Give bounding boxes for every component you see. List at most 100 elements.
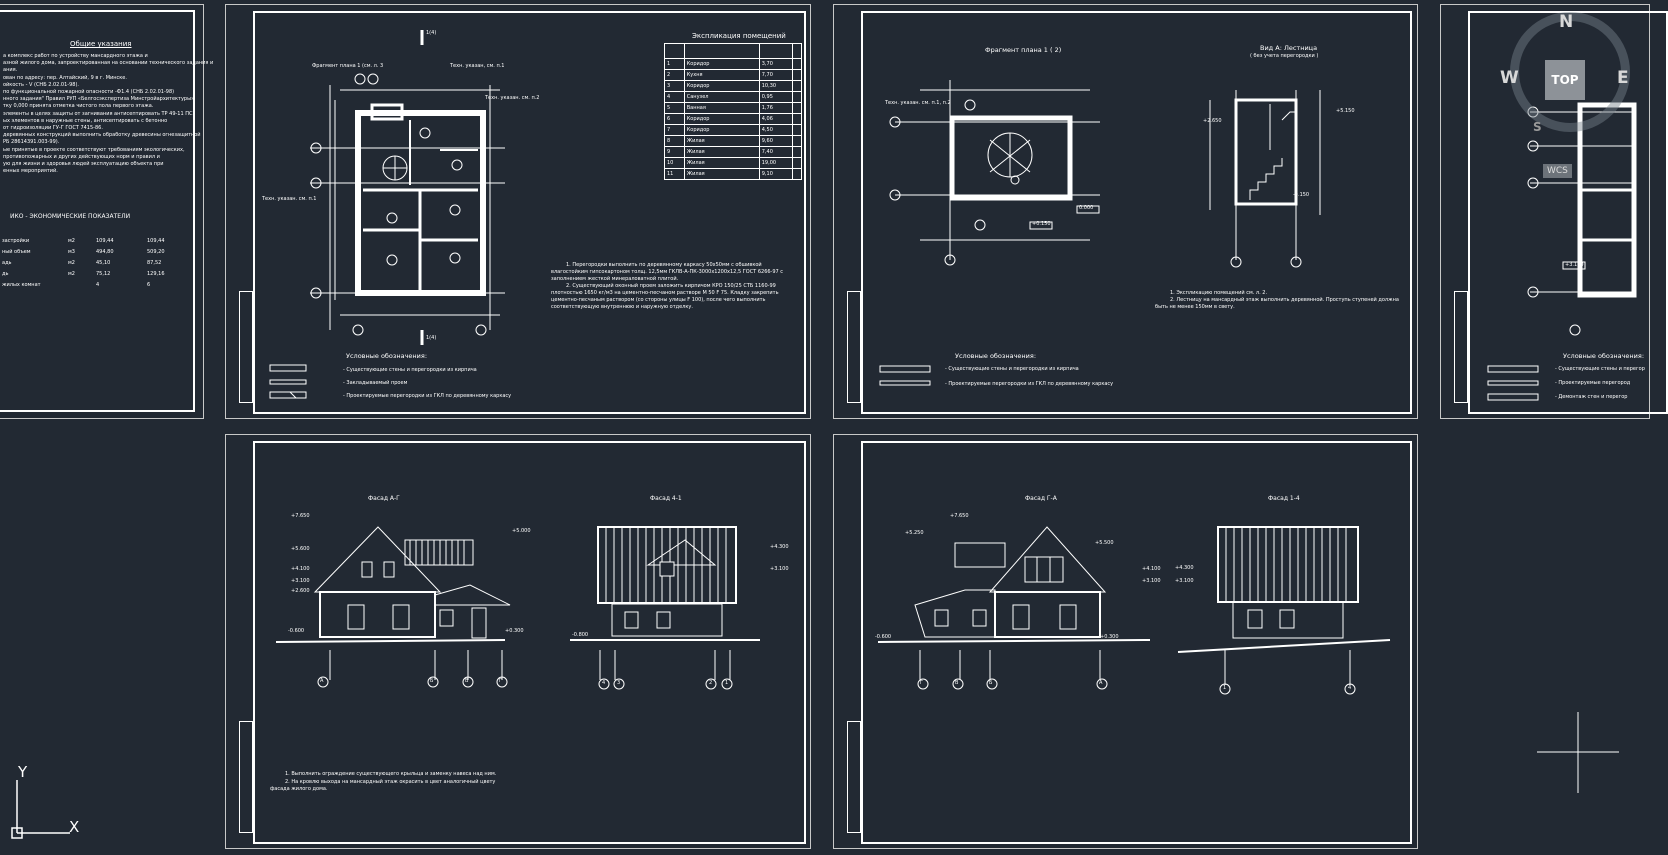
stair-note-line: 2. Лестницу на мансардный этаж выполнить… <box>1170 297 1399 303</box>
tep-value-before: 75,12 <box>96 271 111 277</box>
facade-level-mark: +3.100 <box>770 566 789 572</box>
facade-level-mark: +4.300 <box>1175 565 1194 571</box>
facade-level-mark: +3.100 <box>1142 578 1161 584</box>
facade-level-mark: +0.300 <box>1100 634 1119 640</box>
general-note-line: от гидроизоляции ГУ-Г ГОСТ 7415-86. <box>3 125 103 131</box>
general-note-line: енных мероприятий. <box>3 168 58 175</box>
plan-legend-item: - Существующие стены и перегородки из ки… <box>343 367 477 373</box>
tep-name: ный объем <box>2 249 31 255</box>
tep-value-before: 45,10 <box>96 260 111 266</box>
facade-note-line: фасада жилого дома. <box>270 786 328 792</box>
room-area: 9,10 <box>758 168 794 180</box>
viewcube-south[interactable]: S <box>1533 120 1542 134</box>
binding-stamp <box>1454 291 1468 403</box>
facade-level-mark: +2.600 <box>291 588 310 594</box>
general-note-line: нного задания" Правил РУП «Белгосэксперт… <box>3 96 195 103</box>
facade-axis-label: Б <box>989 680 993 686</box>
crosshair-cursor <box>1537 712 1619 793</box>
plan-note-line: заполнением жесткой минераловатной плито… <box>551 276 679 282</box>
sheet-general-notes[interactable] <box>0 4 204 419</box>
binding-stamp <box>239 721 253 833</box>
facades-1-drawing <box>275 526 760 690</box>
viewcube-east[interactable]: E <box>1617 68 1629 88</box>
sheet-floor-plan[interactable] <box>225 4 811 419</box>
viewcube-north[interactable]: N <box>1559 12 1574 32</box>
stair-mark-5: +0.150 <box>1032 221 1051 227</box>
facade-level-mark: -0.800 <box>572 632 589 638</box>
facade-level-mark: +5.600 <box>291 546 310 552</box>
stair-view-subtitle: ( без учета перегородки ) <box>1250 53 1319 59</box>
ucs-icon <box>11 780 70 839</box>
tep-value-before: 494,80 <box>96 249 114 255</box>
tep-unit: м2 <box>68 260 75 266</box>
plan-label-tech3: Техн. указан. см. п.1 <box>262 196 317 202</box>
sheet-frame <box>861 441 1412 844</box>
tep-name: дь <box>2 271 9 277</box>
partial-mark: +3.150 <box>1565 262 1584 268</box>
sheet-frame <box>0 10 195 412</box>
viewcube-ring[interactable] <box>1510 12 1630 132</box>
facade-level-mark: +3.100 <box>291 578 310 584</box>
plan-note-line: плотностью 1650 кг/м3 на цементно-песчан… <box>551 290 779 296</box>
facade-level-mark: -0.600 <box>875 634 892 640</box>
viewcube-west[interactable]: W <box>1500 68 1519 88</box>
general-note-line: ания. <box>3 67 18 74</box>
explication-title: Экспликация помещений <box>692 32 786 40</box>
plan-note-line: 1. Перегородки выполнить по деревянному … <box>566 262 762 268</box>
plan-label-tech2: Техн. указан. см. п.2 <box>485 95 540 101</box>
stair-mark-1: +5.150 <box>1336 108 1355 114</box>
plan-mark-top: 1(4) <box>426 30 437 36</box>
room-area: 10,30 <box>758 80 794 92</box>
general-note-line: противопожарных и других действующих нор… <box>3 153 160 160</box>
plan-note-line: соответствующую внутреннюю и наружную от… <box>551 304 693 310</box>
facade-level-mark: +7.650 <box>291 513 310 519</box>
tep-unit: м2 <box>68 271 75 277</box>
plan-label-fragment: Фрагмент плана 1 (см. л. 3 <box>312 63 384 69</box>
binding-stamp <box>239 291 253 403</box>
room-name: Жилая <box>683 168 760 180</box>
plan-legend-item: - Проектируемые перегородки из ГКЛ по де… <box>343 393 512 399</box>
general-note-line: а комплекс работ по устройству мансардно… <box>3 53 148 59</box>
plan-note-line: 2. Существующий оконный проем заложить к… <box>566 283 776 289</box>
sheet-stair-fragment[interactable] <box>833 4 1418 419</box>
partial-legend-title: Условные обозначения: <box>1563 352 1645 360</box>
general-note-line: тку 0,000 принята отметка чистого пола п… <box>3 103 154 110</box>
viewcube-top-face[interactable]: TOP <box>1545 60 1585 100</box>
sheet-facades-2[interactable] <box>833 434 1418 849</box>
general-note-line: ован по адресу: пер. Алтайский, 9 в г. М… <box>3 74 127 81</box>
wcs-menu[interactable]: WCS <box>1543 164 1572 178</box>
facades-2-drawing <box>877 526 1391 695</box>
tep-unit: м2 <box>68 238 75 244</box>
binding-stamp <box>847 291 861 403</box>
stair-view-title: Вид А: Лестница <box>1260 44 1318 52</box>
stair-note-line: 1. Экспликацию помещений см. л. 2. <box>1170 290 1268 296</box>
partial-legend-symbols <box>1487 365 1539 401</box>
stair-drawings <box>889 80 1321 268</box>
stair-legend-title: Условные обозначения: <box>955 352 1037 360</box>
ucs-y-label: Y <box>18 763 28 781</box>
facade-level-mark: +4.100 <box>291 566 310 572</box>
tep-title: ИКО - ЭКОНОМИЧЕСКИЕ ПОКАЗАТЕЛИ <box>10 213 131 220</box>
facade-level-mark: +4.300 <box>770 544 789 550</box>
facade-level-mark: +5.000 <box>512 528 531 534</box>
stair-mark-2: +2.650 <box>1203 118 1222 124</box>
tep-value-after: 509,20 <box>147 249 165 255</box>
general-notes-heading: Общие указания <box>70 40 132 48</box>
tep-value-after: 87,52 <box>147 260 162 266</box>
stair-label-tech: Техн. указан. см. п.1, п.2 <box>885 100 951 106</box>
tep-name: застройки <box>2 238 30 244</box>
facade-axis-label: 4 <box>602 680 606 686</box>
general-note-line: ые принятые в проекте соответствуют треб… <box>3 146 185 153</box>
partial-legend-item: - Проектируемые перегород <box>1555 380 1631 386</box>
sheet-frame <box>861 11 1412 414</box>
facade-title-right: Фасад 4-1 <box>650 495 682 502</box>
partial-legend-item: - Существующие стены и перегор <box>1555 366 1645 372</box>
sheet-facades-1[interactable] <box>225 434 811 849</box>
plan-label-tech1: Техн. указан, см. п.1 <box>450 63 505 69</box>
